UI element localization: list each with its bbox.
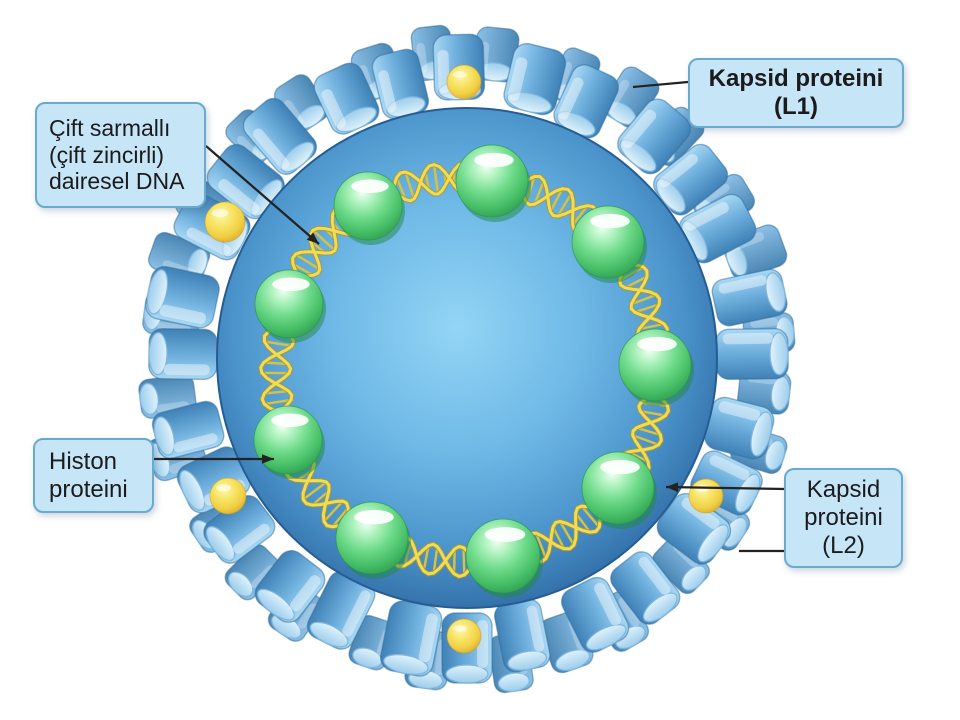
l2-protein-sphere	[446, 618, 482, 654]
label-kapsid-l1-line2: (L1)	[774, 93, 818, 120]
connector-l1	[632, 80, 689, 89]
capsid-subunit	[711, 268, 788, 327]
label-kapsid-l1-line1: Kapsid proteini	[708, 65, 884, 93]
arrowhead-l2-top	[666, 482, 679, 492]
capsid-subunit	[313, 62, 380, 135]
connector-histone	[154, 454, 274, 464]
l2-protein-sphere	[688, 478, 724, 514]
capsid-subunit	[145, 265, 220, 329]
capsid-subunit	[715, 328, 789, 381]
l2-protein-sphere	[204, 201, 246, 243]
label-kapsid-l2-line3: (L2)	[822, 531, 865, 559]
label-kapsid-l2-line1: Kapsid	[806, 476, 881, 504]
histone-spheres	[253, 144, 694, 598]
histone-sphere	[455, 144, 531, 222]
capsid-subunit	[560, 576, 630, 653]
capsid-subunit	[306, 570, 376, 650]
histone-sphere	[465, 518, 543, 598]
arrowhead-dna	[306, 232, 319, 244]
label-kapsid-l2-line2: proteini	[804, 504, 883, 532]
capsid-subunit	[617, 98, 692, 175]
histone-sphere	[571, 205, 647, 283]
label-kapsid-l1-box: Kapsid proteini (L1)	[688, 58, 904, 128]
capsid-subunit	[610, 551, 681, 625]
capsid-subunit-back	[652, 536, 710, 595]
label-dna-line3: dairesel DNA	[49, 168, 185, 195]
histone-sphere	[253, 405, 325, 479]
capsid-subunit	[678, 193, 757, 264]
label-kapsid-l2-box: Kapsid proteini (L2)	[784, 468, 903, 568]
label-histone-line1: Histon	[49, 447, 118, 475]
capsid-subunit	[203, 494, 276, 564]
capsid-subunit	[703, 396, 775, 460]
capsid-subunit	[254, 549, 326, 623]
capsid-subunit	[503, 42, 567, 116]
histone-sphere	[333, 171, 405, 245]
connector-dna	[205, 145, 320, 245]
connectors	[154, 80, 786, 553]
histone-sphere	[618, 328, 694, 406]
capsid-ring-front	[145, 33, 789, 684]
capsid-subunit	[379, 600, 443, 677]
label-histone-line2: proteini	[49, 475, 128, 503]
histone-sphere	[335, 501, 411, 579]
label-histone-box: Histon proteini	[33, 438, 154, 513]
histone-sphere	[254, 269, 326, 343]
capsid-subunit	[151, 400, 225, 460]
l2-protein-sphere	[209, 477, 247, 515]
capsid-subunit	[553, 64, 620, 139]
capsid-subunit	[493, 598, 551, 673]
histone-sphere	[581, 451, 657, 529]
label-dna-line2: (çift zincirli)	[49, 141, 164, 168]
capsid-subunit	[371, 48, 430, 120]
label-dna-box: Çift sarmallı (çift zincirli) dairesel D…	[35, 102, 206, 208]
connector-l2-top	[665, 482, 786, 492]
capsid-subunit	[242, 97, 318, 175]
label-dna-line1: Çift sarmallı	[49, 114, 171, 141]
capsid-subunit	[148, 328, 218, 381]
l2-protein-sphere	[446, 64, 482, 100]
arrowhead-histone	[262, 454, 274, 464]
capsid-subunit	[653, 143, 729, 216]
